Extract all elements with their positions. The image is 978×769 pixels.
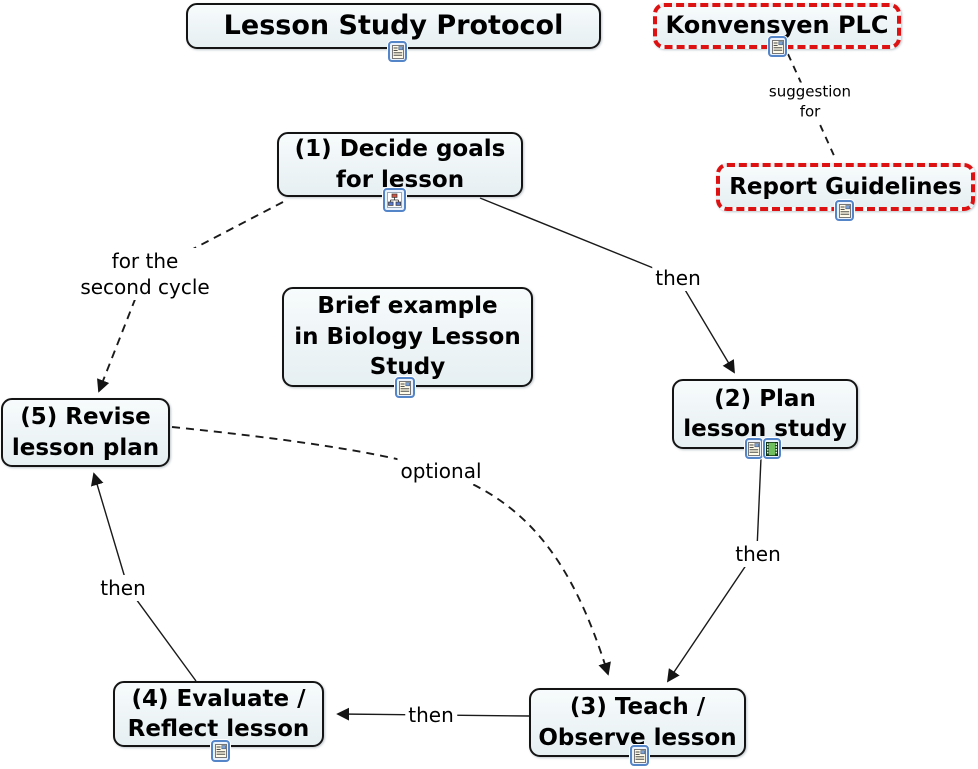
document-resource-icon[interactable] — [388, 41, 407, 62]
concept-label: Report Guidelines — [729, 173, 962, 200]
concept-decide-goals[interactable]: (1) Decide goals for lesson — [277, 132, 523, 197]
document-icon — [399, 380, 411, 395]
document-icon — [838, 203, 851, 218]
concept-label: (2) Plan — [714, 385, 816, 412]
concept-map-resource-icon[interactable] — [383, 188, 406, 212]
concept-label: (1) Decide goals — [294, 136, 506, 163]
link-label-then-4: then — [97, 575, 149, 601]
link-label-optional: optional — [397, 458, 485, 484]
document-icon — [391, 44, 404, 59]
concept-label: in Biology Lesson — [294, 323, 521, 350]
film-icon — [766, 441, 778, 456]
document-icon — [633, 748, 646, 763]
concept-map-icon — [387, 192, 402, 208]
link-plan-to-teach — [666, 457, 762, 683]
document-resource-icon[interactable] — [835, 200, 854, 221]
document-resource-icon[interactable] — [745, 438, 763, 459]
concept-label: Brief example — [317, 293, 498, 320]
video-resource-icon[interactable] — [763, 438, 781, 459]
document-icon — [748, 441, 760, 456]
document-icon — [771, 39, 784, 54]
link-label-then-3: then — [405, 702, 457, 728]
concept-label: lesson study — [683, 416, 847, 442]
document-resource-icon[interactable] — [630, 745, 649, 766]
concept-label: Lesson Study Protocol — [223, 10, 564, 42]
document-icon — [214, 744, 227, 758]
concept-plan-lesson-study[interactable]: (2) Plan lesson study — [672, 379, 858, 449]
link-optional — [171, 426, 611, 676]
concept-label: Reflect lesson — [127, 716, 310, 742]
concept-label: Study — [369, 354, 446, 381]
concept-brief-example[interactable]: Brief example in Biology Lesson Study — [282, 287, 533, 387]
concept-label: (3) Teach / — [569, 694, 706, 721]
concept-label: (5) Revise — [20, 404, 151, 431]
document-resource-icon[interactable] — [768, 36, 787, 57]
link-label-then-1: then — [652, 265, 704, 291]
concept-label: lesson plan — [11, 434, 160, 461]
concept-revise-lesson-plan[interactable]: (5) Revise lesson plan — [1, 398, 170, 467]
concept-label: (4) Evaluate / — [131, 685, 306, 712]
link-label-then-2: then — [732, 541, 784, 567]
document-resource-icon[interactable] — [211, 740, 230, 762]
document-resource-icon[interactable] — [395, 377, 415, 398]
concept-label: Konvensyen PLC — [665, 11, 889, 40]
concept-evaluate-reflect[interactable]: (4) Evaluate / Reflect lesson — [113, 681, 324, 747]
